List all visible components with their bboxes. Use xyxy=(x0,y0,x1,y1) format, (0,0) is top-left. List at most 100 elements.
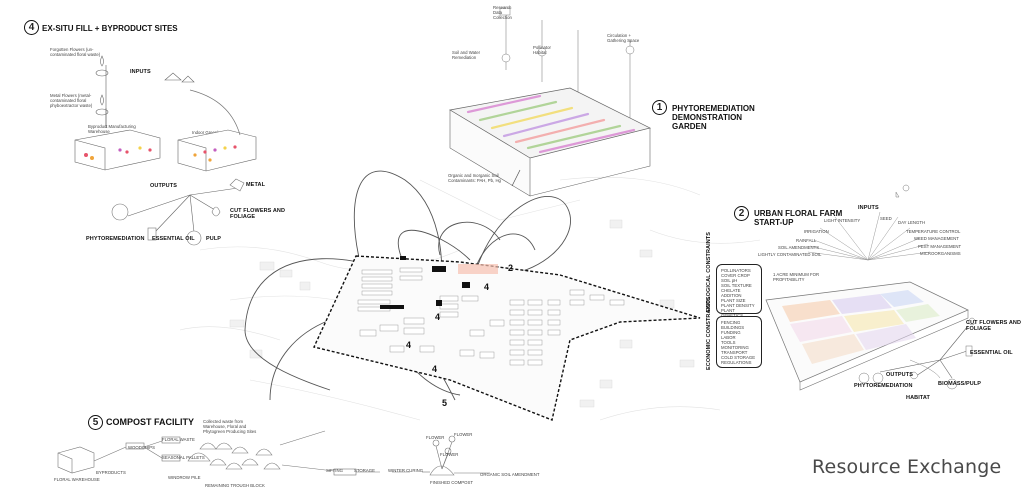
forgotten-flowers-label: Forgotten Flowers (un-contaminated flora… xyxy=(50,47,101,57)
garden-planting-rows xyxy=(466,94,636,154)
eco-item: SOIL TEXTURE xyxy=(721,283,752,288)
section-1-title: PHYTOREMEDIATION DEMONSTRATION GARDEN xyxy=(672,104,755,131)
pollinator-icon xyxy=(537,47,547,57)
section-2-inputs-label: INPUTS xyxy=(858,205,879,211)
eco-item: CHELATE ADDITION xyxy=(721,288,742,298)
sun-icon xyxy=(902,184,910,192)
eco-item: SOIL pH xyxy=(721,278,738,283)
eco-item: COVER CROP xyxy=(721,273,750,278)
section-2-output-tree xyxy=(858,317,977,390)
ring-label-flower: FLOWER xyxy=(454,432,473,437)
soil-water-icon xyxy=(501,53,511,63)
econ-item: TOOLS xyxy=(721,340,736,345)
compost-label-remaining-trough-block: REMAINING TROUGH BLOCK xyxy=(205,483,265,488)
compost-label-winter-curing: WINTER CURING xyxy=(388,468,424,473)
section-4-output-essential-oil: ESSENTIAL OIL xyxy=(152,236,195,242)
econ-item: MONITORING xyxy=(721,345,749,350)
input-lightly-contaminated-soil: LIGHTLY CONTAMINATED SOIL xyxy=(758,252,822,257)
compost-label-windrow-pile: WINDROW PILE xyxy=(168,475,201,480)
highlighted-sites xyxy=(380,256,470,309)
compost-pile-icon xyxy=(231,446,249,454)
input-soil-amendments: SOIL AMENDMENTS xyxy=(778,245,820,250)
flower-crop-colors xyxy=(84,145,237,162)
section-4-title: EX-SITU FILL + BYPRODUCT SITES xyxy=(42,24,178,33)
circulation-label: Circulation + Gathering Space xyxy=(607,33,640,43)
section-4-inputs-label: INPUTS xyxy=(130,69,151,75)
droplet-icon xyxy=(100,94,104,106)
econ-item: LABOR xyxy=(721,335,736,340)
map-marker-5: 5 xyxy=(442,398,447,408)
windrow-pile-icon xyxy=(187,452,211,462)
section-1-garden-illustration xyxy=(449,7,652,197)
compost-pile-icon xyxy=(263,462,281,470)
economic-constraints-label: ECONOMIC CONSTRAINTS xyxy=(706,296,712,371)
eco-item: PLANT GENETICS xyxy=(721,308,743,318)
cut-flowers-icon xyxy=(211,206,221,217)
econ-item: FUNDING xyxy=(721,330,741,335)
input-irrigation: IRRIGATION xyxy=(804,229,829,234)
section-1-number: 1 xyxy=(652,100,667,115)
input-pest-management: PEST MANAGEMENT xyxy=(918,244,962,249)
compost-label-storage: STORAGE xyxy=(354,468,375,473)
droplet-icon xyxy=(100,55,104,67)
section-2-title: URBAN FLORAL FARM START-UP xyxy=(754,209,843,227)
compost-pile-icon xyxy=(199,442,217,450)
econ-item: BUILDINGS xyxy=(721,325,745,330)
econ-item: FENCING xyxy=(721,320,741,325)
map-marker-4b: 4 xyxy=(435,312,440,322)
compost-pile-icon xyxy=(255,448,273,456)
contaminants-label: Organic and Inorganic Soil Contaminants:… xyxy=(448,173,501,183)
compost-label-floral-warehouse: FLORAL WAREHOUSE xyxy=(54,477,100,482)
compost-label-sifting: SIFTING xyxy=(326,468,343,473)
mound-icon xyxy=(181,75,195,83)
compost-label-organic-soil-amendment: ORGANIC SOIL AMENDMENT xyxy=(480,472,540,477)
essential-oil-icon xyxy=(147,227,157,241)
byproduct-warehouse-label: Byproduct Manufacturing Warehouse xyxy=(88,124,136,134)
section-2-output-cut-flowers: CUT FLOWERS AND FOLIAGE xyxy=(966,320,1022,332)
compost-process-diagram xyxy=(57,430,490,476)
research-data-label: Research Data Collection xyxy=(493,5,512,20)
research-icon xyxy=(499,7,511,16)
metal-flowers-label: Metal Flowers (metal-contaminated floral… xyxy=(50,93,93,108)
compost-label-byproducts: BYPRODUCTS xyxy=(96,470,126,475)
ecological-constraints-box: POLLINATORS COVER CROP SOIL pH SOIL TEXT… xyxy=(716,264,762,328)
section-4-output-cut-flowers: CUT FLOWERS AND FOLIAGE xyxy=(230,208,286,220)
section-4-illustration xyxy=(74,55,257,246)
pulp-icon xyxy=(186,230,202,246)
label-box xyxy=(161,436,181,444)
floral-farm-plan xyxy=(765,281,969,391)
compost-label-finished-compost: FINISHED COMPOST xyxy=(430,480,473,485)
pollinator-label: Pollinator Habitat xyxy=(533,45,551,55)
label-box xyxy=(125,442,145,450)
section-5-note: Collected waste from Warehouse, Floral a… xyxy=(203,419,257,434)
phytoremediation-icon xyxy=(111,203,129,221)
finished-compost-icon xyxy=(429,465,455,476)
mound-icon xyxy=(164,72,182,81)
section-4-output-pulp: PULP xyxy=(206,236,222,242)
compost-label-woodchips: WOODCHIPS xyxy=(128,445,155,450)
section-4-output-metal: METAL xyxy=(246,182,266,188)
floral-farm-site xyxy=(458,264,498,274)
section-4-output-phytoremediation: PHYTOREMEDIATION xyxy=(86,236,145,242)
input-day-length: DAY LENGTH xyxy=(898,220,926,225)
map-number-markers: 2 4 4 4 4 5 xyxy=(406,263,513,408)
biomass-icon xyxy=(946,378,958,390)
cut-flowers-icon xyxy=(967,317,977,326)
essential-oil-icon xyxy=(965,345,973,357)
input-seed: SEED xyxy=(880,216,892,221)
section-2-number: 2 xyxy=(734,206,749,221)
circulation-icon xyxy=(625,45,635,55)
eco-item: PLANT DENSITY xyxy=(721,303,755,308)
economic-constraints-box: FENCING BUILDINGS FUNDING LABOR TOOLS MO… xyxy=(716,316,762,368)
section-4-output-lines xyxy=(127,187,239,233)
input-weed-management: WEED MANAGEMENT xyxy=(914,236,959,241)
compost-pile-icon xyxy=(209,458,227,466)
flower-pile-icon xyxy=(95,108,109,116)
eco-item: PLANT SIZE xyxy=(721,298,746,303)
section-5-title: COMPOST FACILITY xyxy=(106,417,195,427)
map-marker-4c: 4 xyxy=(406,340,411,350)
compost-pile-icon xyxy=(241,458,259,466)
raindrop-icon xyxy=(895,191,900,198)
metal-icon xyxy=(229,178,245,192)
